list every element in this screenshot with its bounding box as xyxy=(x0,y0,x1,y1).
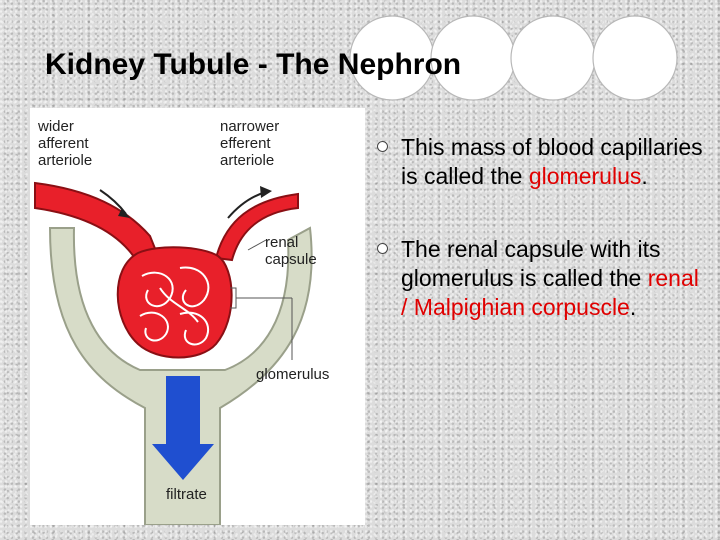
bullet-text: The renal capsule with its glomerulus is… xyxy=(401,236,661,291)
bullet-text: This mass of blood capillaries is called… xyxy=(401,134,703,189)
inflow-arrowhead xyxy=(118,208,130,218)
capsule-pointer xyxy=(247,239,267,251)
renal-capsule-label: renal capsule xyxy=(265,234,317,268)
circle-bullet-icon xyxy=(377,243,388,254)
deco-circle xyxy=(592,15,678,101)
filtrate-label: filtrate xyxy=(166,486,207,503)
filtrate-arrowhead xyxy=(152,444,214,480)
slide-title: Kidney Tubule - The Nephron xyxy=(45,48,462,81)
efferent-label: narrower efferent arteriole xyxy=(220,118,280,169)
bullet-item: This mass of blood capillaries is called… xyxy=(377,133,707,191)
glomerulus-label: glomerulus xyxy=(256,366,330,383)
bullet-list: This mass of blood capillaries is called… xyxy=(377,133,707,322)
outflow-arrowhead xyxy=(260,186,272,198)
efferent-arteriole xyxy=(214,192,299,262)
capillary-loops xyxy=(139,266,210,346)
afferent-label: wider afferent arteriole xyxy=(38,118,93,169)
nephron-diagram: wider afferent arteriole narrower effere… xyxy=(30,108,365,525)
bullet-highlight: renal / Malpighian corpuscle xyxy=(401,265,699,320)
circle-bullet-icon xyxy=(377,141,388,152)
filtrate-arrow-shaft xyxy=(166,376,200,448)
bullet-highlight: glomerulus xyxy=(528,163,642,189)
decorative-circles xyxy=(349,15,678,101)
bullet-punctuation: . xyxy=(629,294,637,320)
nephron-drawing xyxy=(34,181,313,525)
bullet-item: The renal capsule with its glomerulus is… xyxy=(377,235,707,322)
bullet-punctuation: . xyxy=(641,163,648,189)
deco-circle xyxy=(510,15,596,101)
